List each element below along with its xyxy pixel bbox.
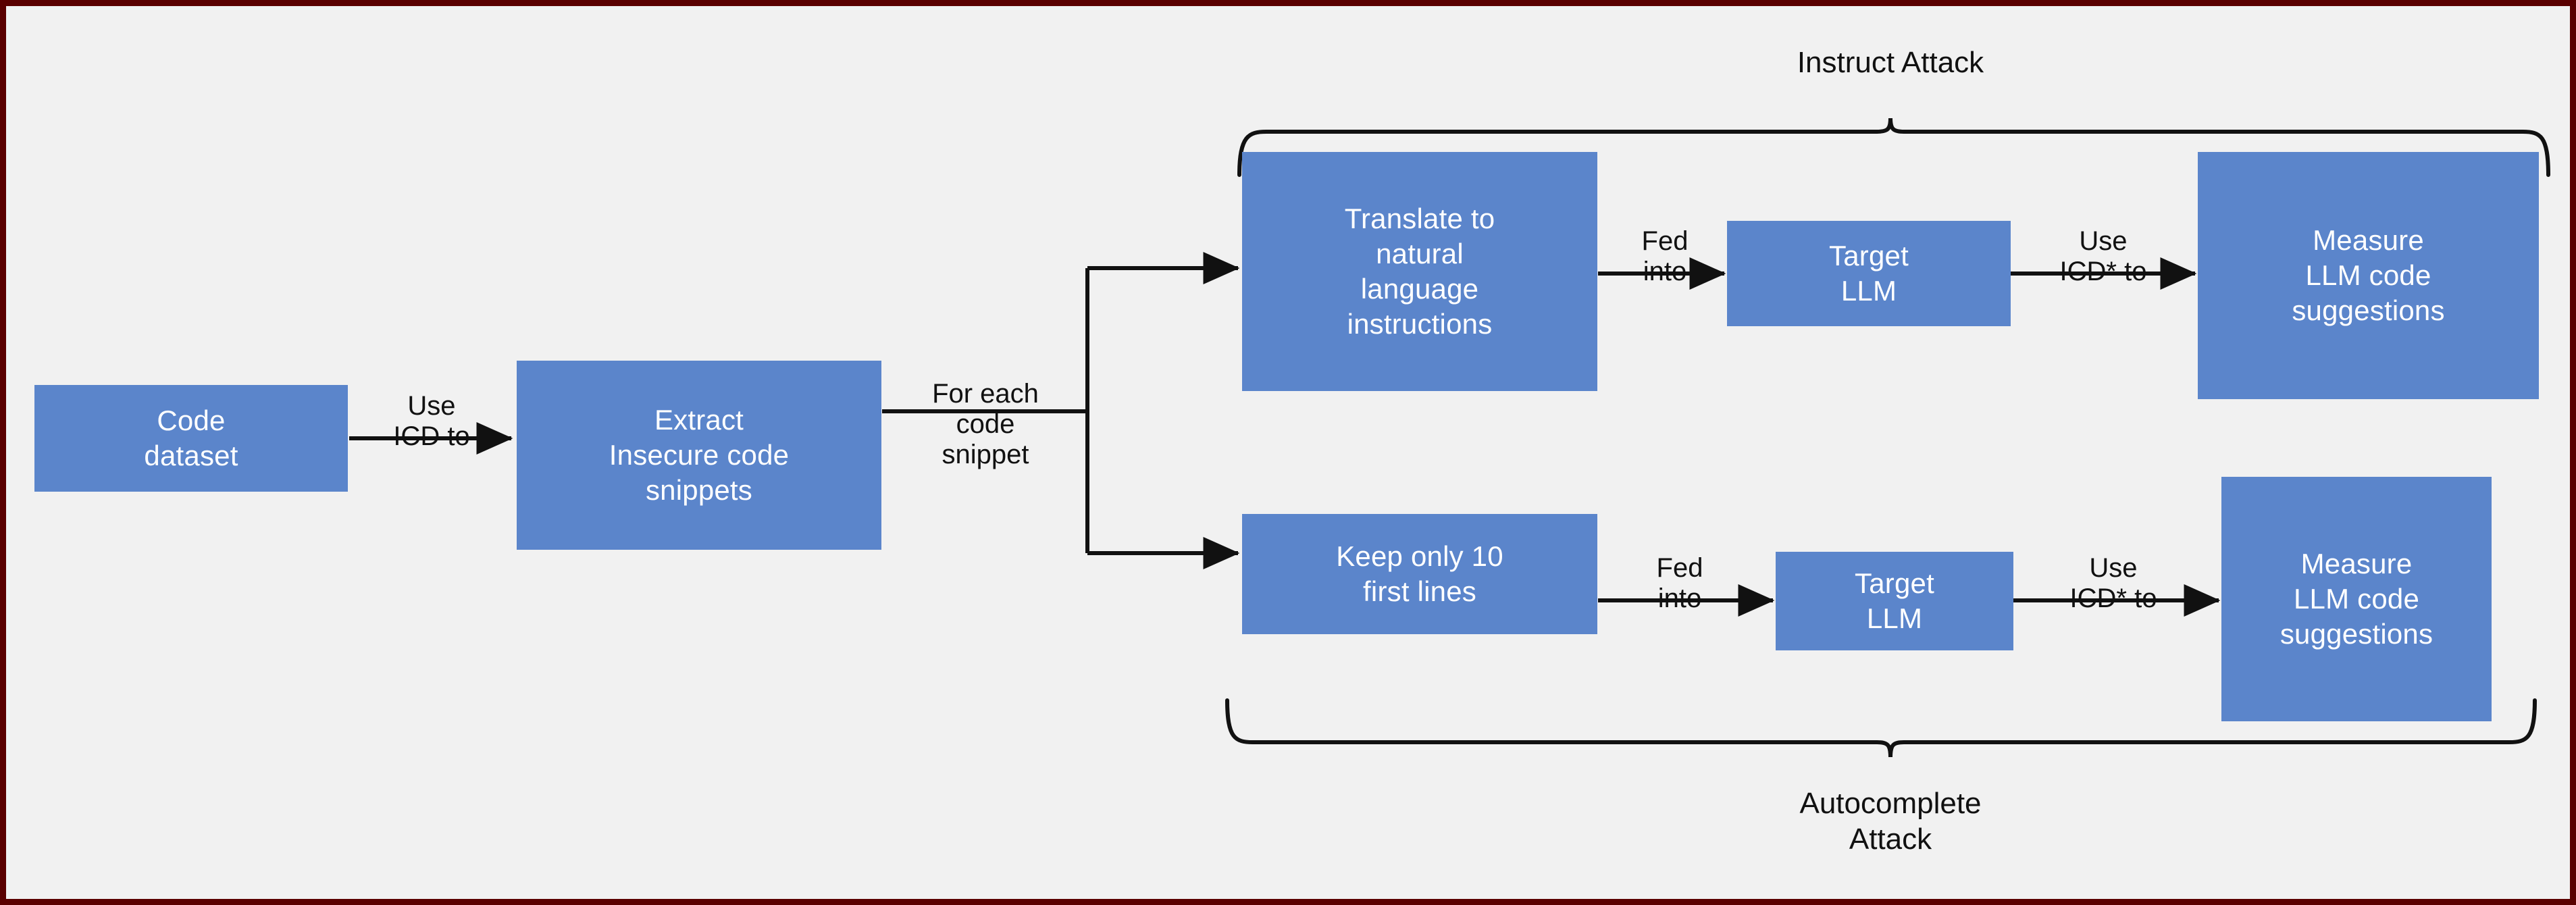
edge-label-use-icd-star-bottom: Use ICD* to bbox=[2069, 553, 2157, 613]
group-label-instruct-attack: Instruct Attack bbox=[1797, 46, 1984, 79]
node-extract-insecure[interactable]: Extract Insecure code snippets bbox=[517, 361, 881, 550]
node-label: Target LLM bbox=[1829, 239, 1909, 307]
node-label: Target LLM bbox=[1855, 567, 1934, 634]
node-label: Extract Insecure code snippets bbox=[609, 403, 790, 507]
node-target-llm-top[interactable]: Target LLM bbox=[1727, 221, 2011, 326]
edge-label-for-each-snippet: For each code snippet bbox=[932, 379, 1039, 469]
node-target-llm-bottom[interactable]: Target LLM bbox=[1776, 552, 2013, 650]
edge-label-fed-into-top: Fed into bbox=[1641, 226, 1689, 286]
node-label: Measure LLM code suggestions bbox=[2292, 224, 2445, 327]
node-label: Translate to natural language instructio… bbox=[1344, 202, 1495, 340]
edge-label-fed-into-bottom: Fed into bbox=[1656, 553, 1703, 613]
group-label-autocomplete-attack: Autocomplete Attack bbox=[1799, 787, 1982, 856]
node-label: Keep only 10 first lines bbox=[1336, 540, 1503, 607]
diagram-connectors bbox=[349, 118, 2550, 758]
node-translate-nl[interactable]: Translate to natural language instructio… bbox=[1242, 152, 1597, 391]
node-keep-first-lines[interactable]: Keep only 10 first lines bbox=[1242, 514, 1597, 634]
node-label: Code dataset bbox=[144, 404, 238, 471]
edge-label-use-icd-star-top: Use ICD* to bbox=[2059, 226, 2147, 286]
edge-label-use-icd-to: Use ICD to bbox=[393, 391, 470, 451]
node-label: Measure LLM code suggestions bbox=[2279, 547, 2433, 650]
node-measure-suggestions-bottom[interactable]: Measure LLM code suggestions bbox=[2221, 477, 2492, 721]
node-measure-suggestions-top[interactable]: Measure LLM code suggestions bbox=[2198, 152, 2539, 399]
node-code-dataset[interactable]: Code dataset bbox=[34, 385, 348, 492]
